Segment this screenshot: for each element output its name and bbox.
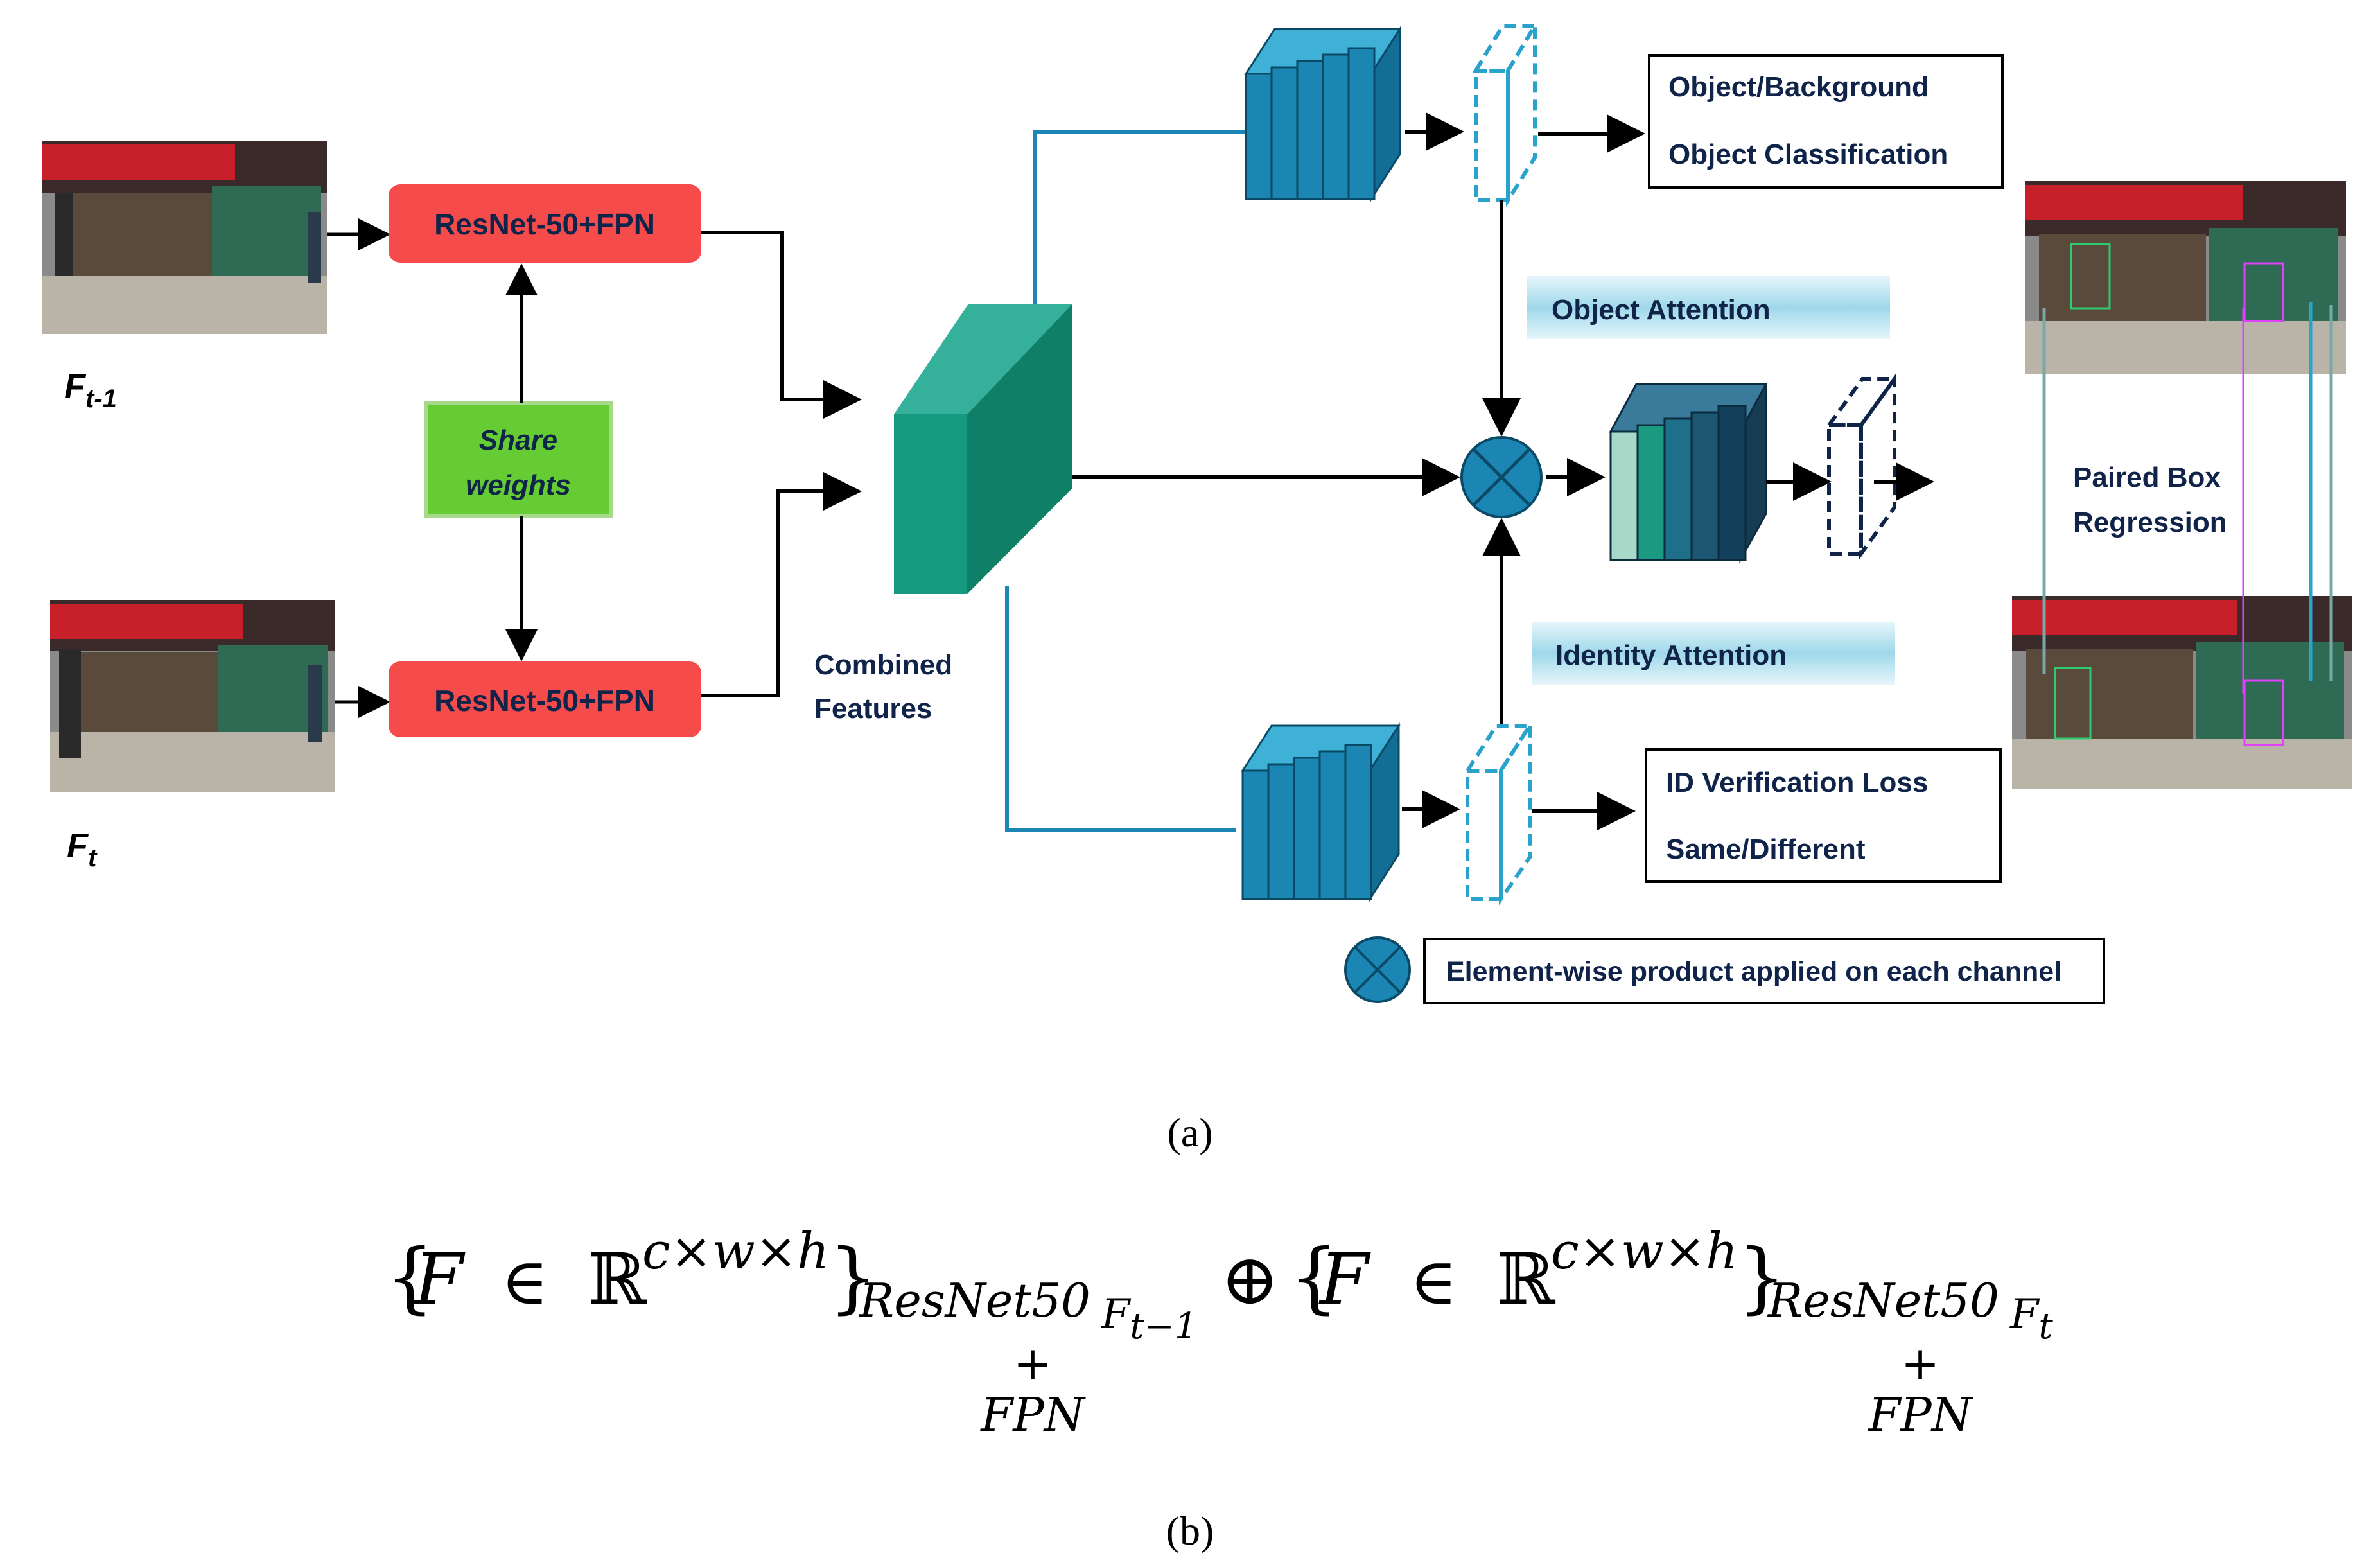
arrow-resnet-top-to-combined bbox=[701, 231, 862, 419]
object-attention-label: Object Attention bbox=[1552, 294, 1771, 326]
object-attention-band bbox=[1527, 276, 1890, 339]
eq-sub-left: ResNet50 bbox=[858, 1274, 1090, 1327]
identity-attention-band bbox=[1532, 622, 1895, 685]
eq-plus-left: + bbox=[1013, 1336, 1052, 1390]
paired-frame-top bbox=[2025, 181, 2346, 374]
frame-label-prev: Ft-1 bbox=[64, 367, 117, 413]
verification-line1: ID Verification Loss bbox=[1666, 767, 1928, 798]
caption-a: (a) bbox=[1167, 1110, 1212, 1155]
eq-open-brace-right: { bbox=[1290, 1233, 1338, 1322]
resnet-fpn-bottom-label: ResNet-50+FPN bbox=[434, 684, 655, 717]
legend-product-icon bbox=[1344, 936, 1411, 1003]
classification-line1: Object/Background bbox=[1668, 71, 1929, 103]
paired-box-line2: Regression bbox=[2073, 507, 2227, 538]
eq-sub-left-frame: Ft−1 bbox=[1101, 1291, 1197, 1347]
classification-line2: Object Classification bbox=[1668, 139, 1948, 170]
combined-features-line1: Combined bbox=[814, 649, 952, 681]
identity-attention-label: Identity Attention bbox=[1555, 640, 1787, 671]
eq-sub-right-frame: Ft bbox=[2009, 1291, 2053, 1347]
feature-map-middle-dashed bbox=[1825, 372, 1898, 560]
paired-box-line1: Paired Box bbox=[2073, 462, 2221, 493]
eq-close-brace-right: } bbox=[1737, 1233, 1786, 1322]
arrow-resnet-bottom-to-combined bbox=[701, 472, 862, 697]
eq-var-left: F bbox=[413, 1238, 466, 1320]
branch-line-top bbox=[1033, 130, 1246, 304]
share-weights-box bbox=[424, 401, 613, 518]
element-wise-product-icon bbox=[1460, 436, 1543, 518]
classification-box bbox=[1648, 54, 2004, 189]
verification-box bbox=[1645, 748, 2002, 883]
eq-in-left: ∈ bbox=[501, 1244, 548, 1319]
share-weights-line1: Share bbox=[479, 425, 557, 456]
eq-sub-right: ResNet50 bbox=[1767, 1274, 1999, 1327]
legend-box bbox=[1423, 938, 2105, 1004]
eq-fpn-right: FPN bbox=[1867, 1388, 1973, 1442]
caption-b: (b) bbox=[1166, 1508, 1214, 1554]
eq-reals-right: ℝ bbox=[1496, 1238, 1555, 1320]
equation: { F ∈ ℝ c×w×h } ResNet50 Ft−1 + FPN ⊕ { … bbox=[385, 1223, 2053, 1442]
legend-text: Element-wise product applied on each cha… bbox=[1446, 956, 2061, 987]
eq-fpn-left: FPN bbox=[979, 1388, 1086, 1442]
eq-open-brace-left: { bbox=[385, 1233, 434, 1322]
eq-var-right: F bbox=[1318, 1238, 1371, 1320]
eq-oplus: ⊕ bbox=[1220, 1238, 1279, 1320]
feature-map-bottom-dashed bbox=[1464, 719, 1534, 906]
frame-label-curr: Ft bbox=[67, 827, 98, 872]
eq-exponent-left: c×w×h bbox=[642, 1223, 829, 1281]
eq-plus-right: + bbox=[1901, 1336, 1939, 1390]
resnet-fpn-bottom-box bbox=[389, 661, 701, 737]
frame-image-prev bbox=[42, 141, 327, 334]
branch-line-bottom bbox=[1005, 586, 1236, 832]
eq-reals-left: ℝ bbox=[588, 1238, 647, 1320]
conv-stack-bottom bbox=[1241, 722, 1401, 903]
conv-stack-middle bbox=[1609, 383, 1768, 564]
verification-line2: Same/Different bbox=[1666, 834, 1866, 865]
combined-features-block bbox=[894, 304, 1072, 594]
resnet-fpn-top-box bbox=[389, 184, 701, 263]
eq-close-brace-left: } bbox=[828, 1233, 877, 1322]
frame-image-curr bbox=[50, 600, 335, 792]
eq-exponent-right: c×w×h bbox=[1551, 1223, 1738, 1281]
conv-stack-top bbox=[1244, 25, 1402, 203]
resnet-fpn-top-label: ResNet-50+FPN bbox=[434, 207, 655, 241]
feature-map-top-dashed bbox=[1472, 19, 1539, 207]
combined-features-line2: Features bbox=[814, 693, 932, 724]
share-weights-line2: weights bbox=[466, 469, 571, 501]
paired-frame-bottom bbox=[2012, 596, 2352, 789]
eq-in-right: ∈ bbox=[1410, 1244, 1457, 1319]
